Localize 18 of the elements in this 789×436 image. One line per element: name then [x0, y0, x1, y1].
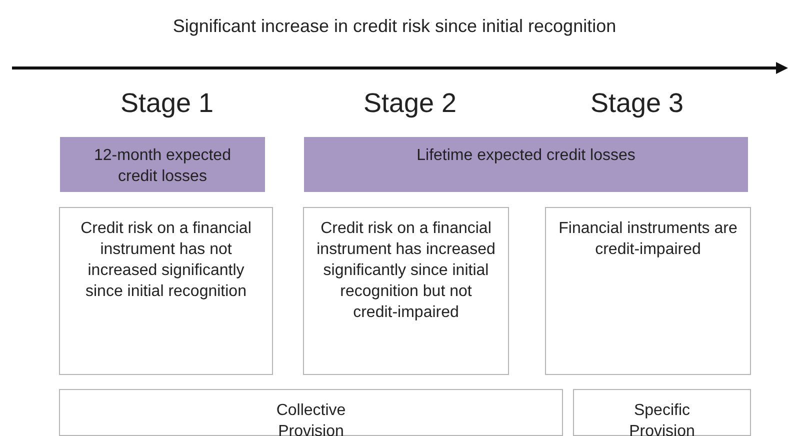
condition-box: [303, 207, 509, 375]
title: Significant increase in credit risk since initial recognition: [172, 16, 616, 36]
node-text: 12-month expected credit losses: [93, 146, 232, 187]
provision-box: [573, 389, 751, 436]
condition-box: [59, 207, 273, 375]
node-text: Lifetime expected credit losses: [416, 146, 636, 166]
stage-heading: Stage 1: [120, 88, 214, 118]
node-text: Credit risk on a financial instrument has increased significantly since initial recognition but not credit-impaired: [316, 219, 496, 323]
loss-band: [60, 137, 265, 192]
node-text: Credit risk on a financial instrument has not increased significantly since initial recognition: [80, 219, 252, 302]
node-text: Collective Provision: [275, 401, 347, 436]
loss-band: [304, 137, 748, 192]
condition-box: [545, 207, 751, 375]
provision-box: [59, 389, 563, 436]
node-text: Financial instruments are credit-impaired: [558, 219, 738, 260]
stage-heading: Stage 3: [590, 88, 684, 118]
node-text: Specific Provision: [628, 401, 696, 436]
stage-heading: Stage 2: [363, 88, 457, 118]
